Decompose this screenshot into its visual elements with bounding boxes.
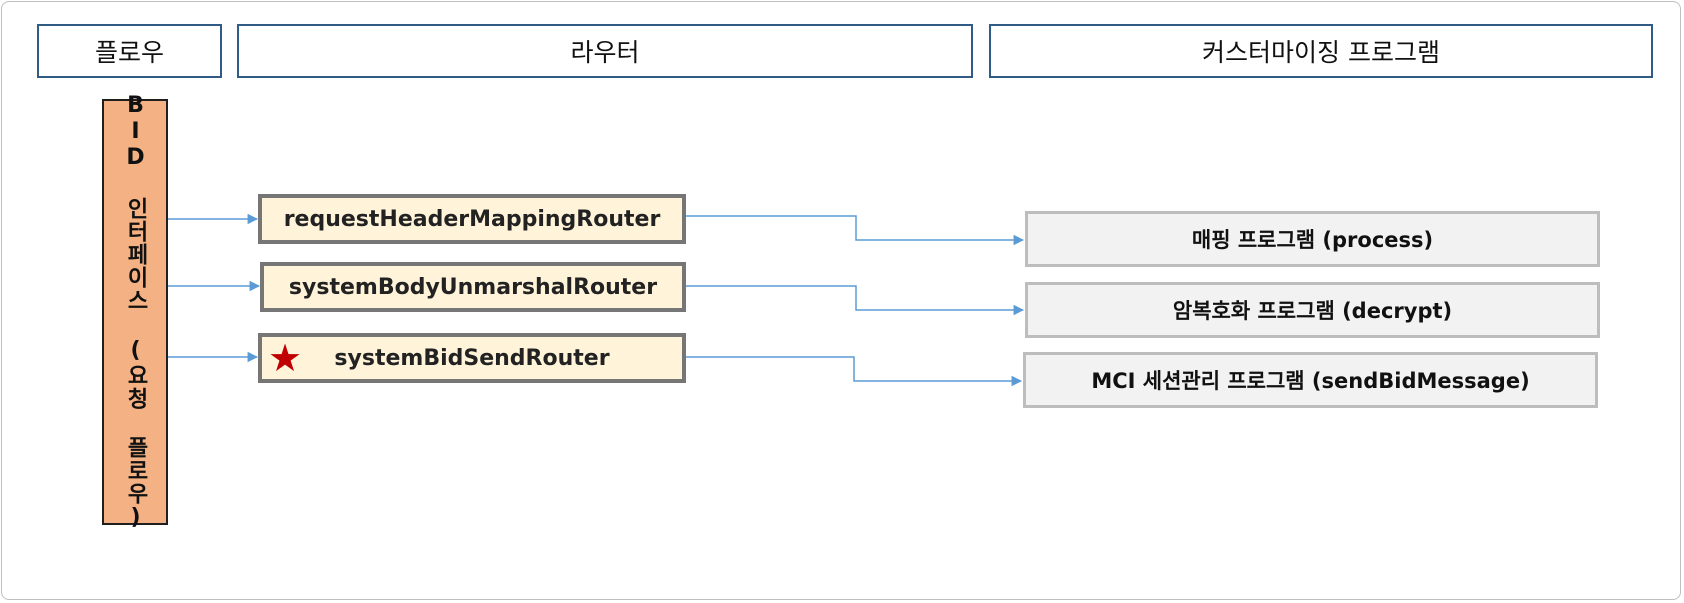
star-icon: ★: [268, 336, 303, 380]
router-request-header-mapping: requestHeaderMappingRouter: [258, 194, 686, 244]
flow-label: BID 인터페이스 (요청 플로우): [123, 93, 148, 531]
header-custom-program: 커스터마이징 프로그램: [989, 24, 1653, 78]
program-mci-session: MCI 세션관리 프로그램 (sendBidMessage): [1023, 352, 1598, 408]
router-system-bid-send-label: systemBidSendRouter: [334, 345, 610, 371]
program-mapping: 매핑 프로그램 (process): [1025, 211, 1600, 267]
header-router: 라우터: [237, 24, 973, 78]
flow-box: BID 인터페이스 (요청 플로우): [102, 93, 168, 531]
header-flow: 플로우: [37, 24, 222, 78]
router-3-to-program-3: [686, 356, 1023, 387]
router-1-to-program-1: [686, 215, 1025, 246]
program-encryption: 암복호화 프로그램 (decrypt): [1025, 282, 1600, 338]
router-system-bid-send: ★ systemBidSendRouter: [258, 333, 686, 383]
router-2-to-program-2: [686, 285, 1025, 316]
router-system-body-unmarshal: systemBodyUnmarshalRouter: [260, 262, 686, 312]
